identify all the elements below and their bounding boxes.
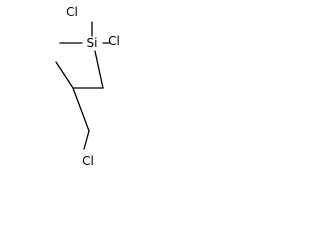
structural-formula: Cl Cl Si Cl xyxy=(55,5,120,168)
atom-silicon: Si xyxy=(87,36,98,50)
bond-ch-methyl xyxy=(55,61,74,89)
atom-chlorine-bottom: Cl xyxy=(82,154,94,168)
atom-chlorine-top-left: Cl xyxy=(66,5,78,19)
atom-chlorine-top-right: Cl xyxy=(108,34,120,48)
bond-ch2-cl xyxy=(83,130,90,150)
bond-si-ch2 xyxy=(94,50,104,89)
bond-ch-ch2 xyxy=(72,87,90,132)
